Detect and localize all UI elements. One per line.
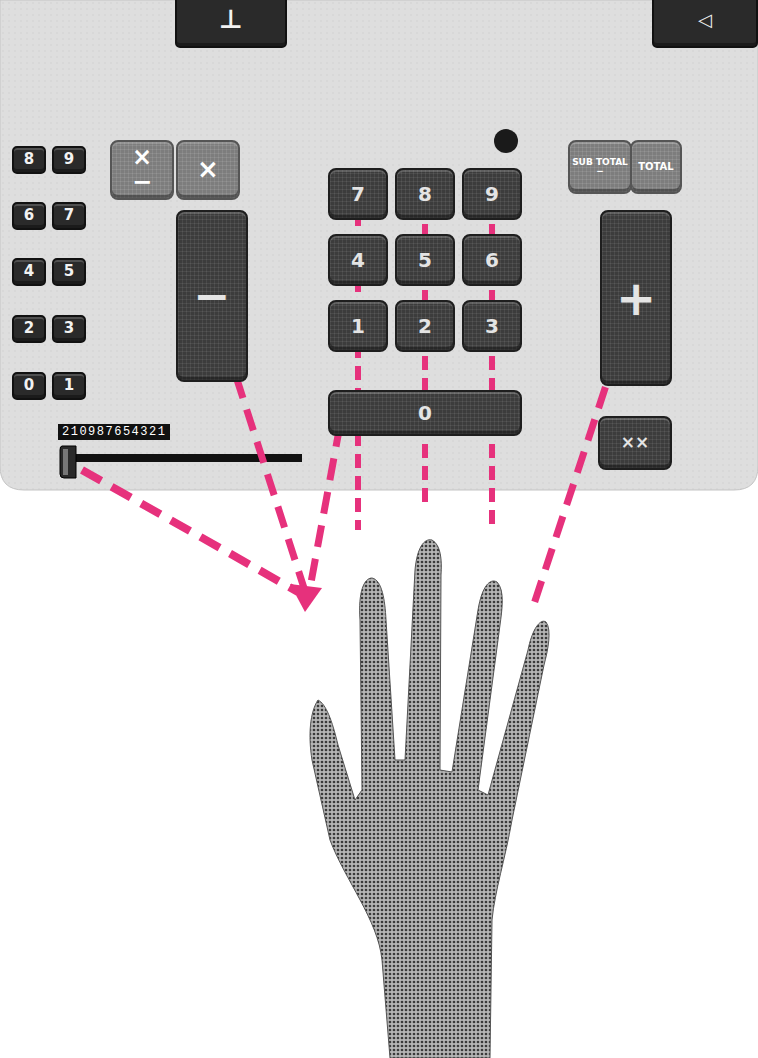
key-label: 0 [418, 403, 432, 424]
column-key: 8 [12, 146, 46, 174]
column-key: 6 [12, 202, 46, 230]
guide-line [489, 180, 495, 530]
key-label: + [616, 273, 656, 323]
key-label: 8 [418, 184, 432, 205]
number-key: 2 [395, 300, 455, 352]
key-label: 1 [351, 316, 365, 337]
key-label: 7 [351, 184, 365, 205]
repeat-key: ×× [598, 416, 672, 470]
key-label: × [132, 145, 152, 170]
multiply-key: ×− [110, 140, 174, 200]
guide-line [82, 470, 298, 592]
key-label: 3 [64, 321, 74, 337]
key-label: ◁ [698, 11, 712, 30]
multiply-key: × [176, 140, 240, 200]
column-key: 4 [12, 258, 46, 286]
key-label: − [194, 273, 231, 319]
key-label: − [596, 167, 604, 176]
scale-strip: 210987654321 [58, 424, 170, 440]
indicator-light [494, 129, 518, 153]
number-key: 4 [328, 234, 388, 286]
key-label: 8 [24, 152, 34, 168]
key-label: 2 [418, 316, 432, 337]
number-key: 3 [462, 300, 522, 352]
key-label: 4 [24, 264, 34, 280]
key-label: 2 [24, 321, 34, 337]
number-key: 1 [328, 300, 388, 352]
slider-knob [60, 446, 76, 478]
key-label: 9 [64, 152, 74, 168]
key-label: ⊥ [219, 6, 243, 33]
number-key: 6 [462, 234, 522, 286]
key-label: 5 [418, 250, 432, 271]
number-key: 8 [395, 168, 455, 220]
key-label: − [132, 170, 152, 195]
scale-digits: 210987654321 [62, 425, 166, 439]
column-key: 9 [52, 146, 86, 174]
key-label: 3 [485, 316, 499, 337]
key-label: 9 [485, 184, 499, 205]
hand-silhouette [310, 540, 549, 1058]
column-key: 7 [52, 202, 86, 230]
slider-track [60, 454, 302, 462]
key-label: TOTAL [638, 162, 673, 173]
key-label: SUB TOTAL [572, 158, 628, 167]
key-label: 7 [64, 208, 74, 224]
plus-bar: + [600, 210, 672, 386]
number-key: 5 [395, 234, 455, 286]
column-key: 5 [52, 258, 86, 286]
key-label: 5 [64, 264, 74, 280]
key-label: ×× [621, 434, 650, 452]
function-key: ⊥ [175, 0, 287, 48]
total-key: TOTAL [630, 140, 682, 194]
arrow-head [290, 584, 322, 612]
column-key: 2 [12, 315, 46, 343]
key-label: 0 [24, 378, 34, 394]
number-key: 9 [462, 168, 522, 220]
keyboard-panel [0, 0, 758, 490]
column-key: 1 [52, 372, 86, 400]
minus-bar: − [176, 210, 248, 382]
key-label: 6 [485, 250, 499, 271]
key-label: 4 [351, 250, 365, 271]
key-label: × [197, 156, 219, 183]
number-key: 7 [328, 168, 388, 220]
guide-line [310, 425, 340, 588]
slider-highlight [63, 449, 68, 475]
zero-bar: 0 [328, 390, 522, 436]
key-label: 6 [24, 208, 34, 224]
key-label: 1 [64, 378, 74, 394]
function-key: ◁ [652, 0, 758, 48]
subtotal-key: SUB TOTAL− [568, 140, 632, 194]
column-key: 3 [52, 315, 86, 343]
column-key: 0 [12, 372, 46, 400]
